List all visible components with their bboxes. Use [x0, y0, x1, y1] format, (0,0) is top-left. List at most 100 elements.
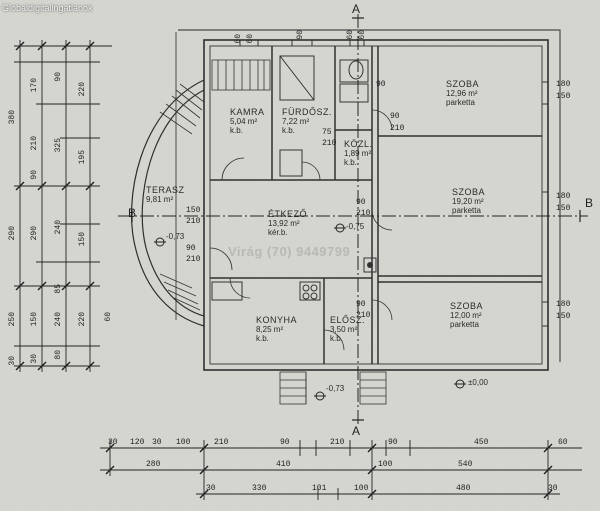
room-floor: parketta	[450, 320, 479, 329]
dim-misc: 180	[556, 300, 571, 309]
dim-left: 80	[54, 350, 63, 360]
room-floor: parketta	[452, 206, 481, 215]
dim-misc: 210	[322, 139, 337, 148]
dim-misc: 150	[556, 204, 571, 213]
dim-misc: 180	[556, 80, 571, 89]
room-floor: k.b.	[344, 158, 357, 167]
dim-bottom: 30	[108, 438, 118, 447]
room-label-szoba-2: SZOBA 19,20 m² parketta	[452, 187, 486, 216]
room-floor: k.b.	[282, 126, 295, 135]
room-name: KONYHA	[256, 315, 298, 325]
section-mark-a-top: A	[352, 2, 361, 16]
dim-misc: 210	[356, 311, 371, 320]
dim-misc: 90	[356, 198, 366, 207]
room-label-konyha: KONYHA 8,25 m² k.b.	[256, 315, 298, 344]
dim-bottom: 410	[276, 460, 291, 469]
dim-misc: 210	[356, 209, 371, 218]
room-name: ÉTKEZŐ	[268, 209, 308, 219]
dim-bottom: 330	[252, 484, 267, 493]
dim-misc: 60	[246, 34, 255, 44]
room-floor: kér.b.	[268, 228, 288, 237]
dim-left: 240	[54, 312, 63, 327]
room-area: 12,96 m²	[446, 89, 478, 98]
room-name: KÖZL.	[344, 139, 373, 149]
room-name: SZOBA	[450, 301, 484, 311]
dim-misc: 180	[556, 192, 571, 201]
dim-misc: 75	[322, 128, 332, 137]
room-area: 13,92 m²	[268, 219, 300, 228]
room-label-terasz: TERASZ 9,81 m²	[146, 185, 185, 205]
dim-bottom: 280	[146, 460, 161, 469]
dim-misc: 60	[346, 30, 355, 40]
room-name: SZOBA	[452, 187, 486, 197]
room-floor: parketta	[446, 98, 475, 107]
dim-left: 220	[78, 82, 87, 97]
site-watermark: Globaldigitalingatlanok	[2, 3, 93, 13]
dim-misc: 60	[358, 30, 367, 40]
room-label-kamra: KAMRA 5,04 m² k.b.	[230, 107, 265, 136]
room-area: 3,50 m²	[330, 325, 358, 334]
dim-bottom: 540	[458, 460, 473, 469]
dim-left: 210	[30, 136, 39, 151]
dim-bottom: 120	[130, 438, 145, 447]
level-etkezo: -0,75	[346, 222, 365, 231]
dim-bottom: 30	[152, 438, 162, 447]
dim-left: 290	[30, 226, 39, 241]
dim-misc: 150	[556, 92, 571, 101]
dim-misc: 150	[556, 312, 571, 321]
room-floor: k.b.	[330, 334, 343, 343]
dim-misc: 60	[234, 34, 243, 44]
dim-bottom: 90	[280, 438, 290, 447]
dim-bottom: 60	[558, 438, 568, 447]
dim-bottom: 30	[206, 484, 216, 493]
room-label-etkezo: ÉTKEZŐ 13,92 m² kér.b.	[268, 209, 308, 238]
dim-misc: 210	[186, 255, 201, 264]
room-area: 9,81 m²	[146, 195, 174, 204]
dim-bottom: 90	[388, 438, 398, 447]
dim-bottom: 450	[474, 438, 489, 447]
dim-left: 220	[78, 312, 87, 327]
section-mark-b-right: B	[585, 196, 594, 210]
dim-left: 90	[54, 72, 63, 82]
dim-left: 240	[54, 220, 63, 235]
room-name: FÜRDŐSZ.	[282, 107, 332, 117]
level-ground: ±0,00	[468, 378, 488, 387]
dim-bottom: 210	[330, 438, 345, 447]
section-mark-a-bottom: A	[352, 424, 361, 438]
dim-misc: 210	[390, 124, 405, 133]
dim-left: 90	[30, 170, 39, 180]
room-name: KAMRA	[230, 107, 265, 117]
room-area: 1,89 m²	[344, 149, 372, 158]
room-label-elosz: ELŐSZ. 3,50 m² k.b.	[330, 315, 366, 344]
room-label-szoba-3: SZOBA 12,00 m² parketta	[450, 301, 484, 330]
dim-left: 30	[30, 354, 39, 364]
room-label-kozl: KÖZL. 1,89 m² k.b.	[344, 139, 373, 168]
dim-left: 150	[30, 312, 39, 327]
room-name: ELŐSZ.	[330, 315, 366, 325]
dim-left: 170	[30, 78, 39, 93]
room-name: TERASZ	[146, 185, 185, 195]
dim-misc: 90	[390, 112, 400, 121]
room-area: 19,20 m²	[452, 197, 484, 206]
section-mark-b-left: B	[128, 206, 137, 220]
room-area: 5,04 m²	[230, 117, 258, 126]
dim-misc: 90	[376, 80, 386, 89]
room-floor: k.b.	[256, 334, 269, 343]
dim-left: 290	[8, 226, 17, 241]
dim-bottom: 210	[214, 438, 229, 447]
dim-bottom: 100	[354, 484, 369, 493]
room-floor: k.b.	[230, 126, 243, 135]
dim-bottom: 30	[548, 484, 558, 493]
dim-bottom: 101	[312, 484, 327, 493]
dim-misc: 60	[104, 312, 113, 322]
dim-misc: 90	[356, 300, 366, 309]
dim-misc: 90	[296, 30, 305, 40]
room-area: 12,00 m²	[450, 311, 482, 320]
dim-left: 30	[8, 356, 17, 366]
dim-misc: 90	[186, 244, 196, 253]
level-entrance: -0,73	[326, 384, 345, 393]
dim-left: 250	[8, 312, 17, 327]
dim-misc: 210	[186, 217, 201, 226]
phone-watermark: Virág (70) 9449799	[228, 244, 351, 259]
